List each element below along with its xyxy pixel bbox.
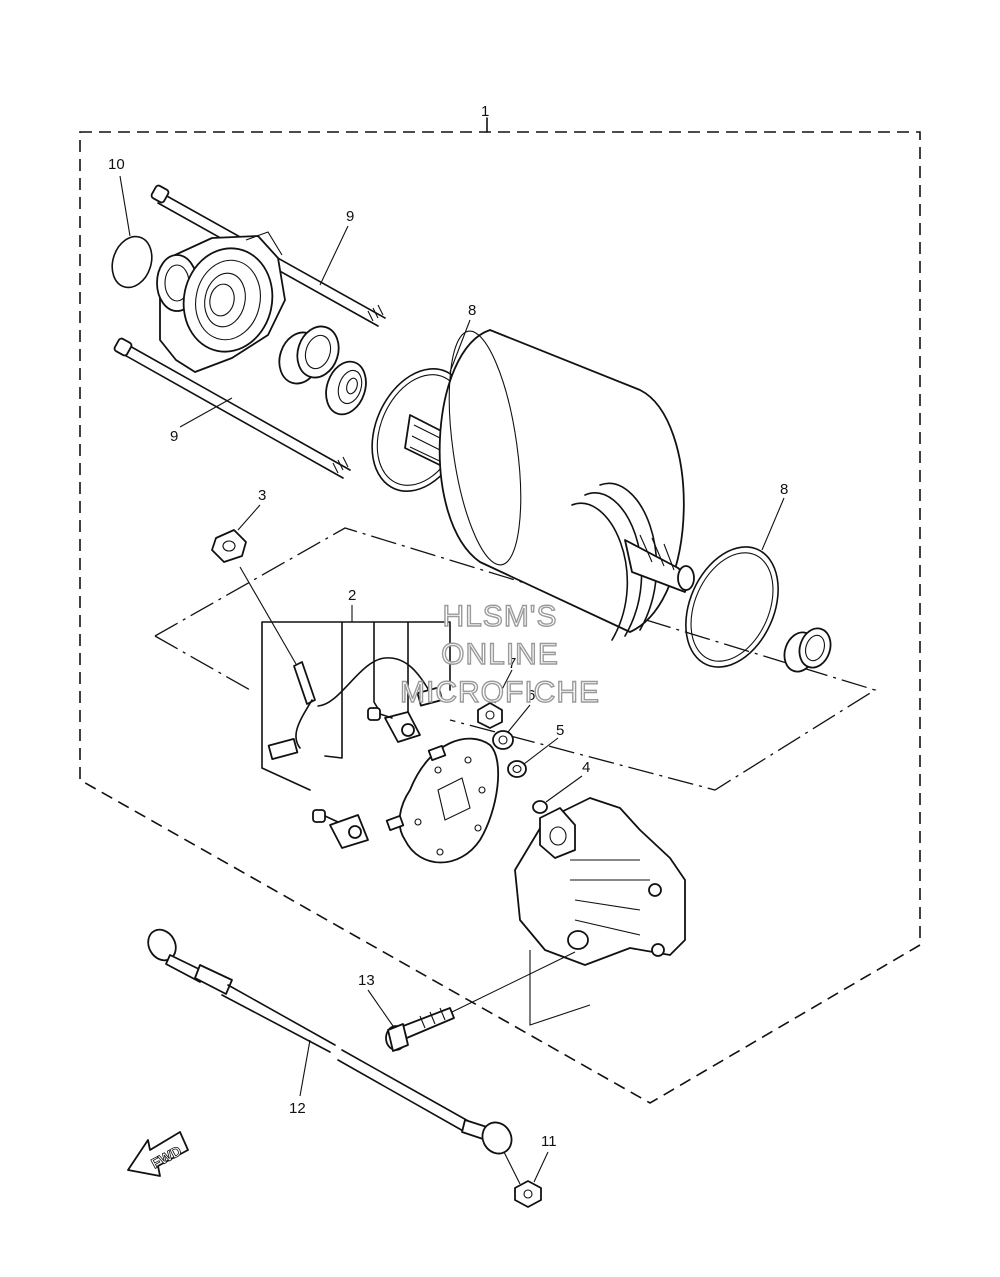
oil-seal	[325, 360, 367, 416]
brush-upper	[367, 707, 421, 743]
armature-yoke	[404, 329, 695, 641]
washer-5	[507, 760, 527, 778]
assembly-boundary	[79, 131, 921, 1104]
callout-7: 7	[508, 655, 516, 672]
callout-9-upper: 9	[346, 208, 354, 225]
watermark-line-1: HLSM'S	[442, 600, 557, 633]
nut-11	[514, 1180, 542, 1208]
nut-7	[477, 702, 503, 729]
callout-6: 6	[527, 687, 535, 704]
callout-4: 4	[582, 759, 590, 776]
callout-2: 2	[348, 587, 356, 604]
callout-10: 10	[108, 156, 125, 173]
o-ring-8-right	[685, 546, 779, 668]
callout-11: 11	[541, 1133, 557, 1150]
fwd-arrow-icon	[127, 1131, 189, 1177]
washer-6	[492, 730, 514, 750]
bearing	[278, 325, 340, 385]
callout-1: 1	[481, 103, 489, 120]
watermark: HLSM'S ONLINE MICROFICHE	[399, 599, 600, 709]
fwd-arrow: FWD	[127, 1131, 189, 1177]
callout-13: 13	[358, 972, 375, 989]
bolt-13	[385, 951, 576, 1052]
callout-5: 5	[556, 722, 564, 739]
alignment-plane	[154, 527, 877, 791]
front-cover	[156, 231, 286, 373]
watermark-line-2: ONLINE	[441, 638, 559, 671]
starter-cable	[147, 928, 513, 1155]
bushing	[783, 627, 832, 673]
brush-plate	[385, 737, 500, 864]
callout-8-upper: 8	[468, 302, 476, 319]
callout-9-lower: 9	[170, 428, 178, 445]
nut-3	[211, 529, 297, 665]
rear-cover	[514, 797, 686, 1026]
callout-labels: 1 2 3 4 5 6 7 8 8 9 9 10 11 12 13	[108, 103, 788, 1150]
callout-12: 12	[289, 1100, 306, 1117]
through-bolt-lower	[113, 337, 351, 479]
callout-8-lower: 8	[780, 481, 788, 498]
callout-3: 3	[258, 487, 266, 504]
o-ring-4	[532, 800, 548, 814]
watermark-line-3: MICROFICHE	[400, 676, 600, 709]
brush-lead	[267, 657, 444, 761]
o-ring-10	[111, 235, 153, 289]
brush-lower	[312, 809, 369, 849]
leader-lines	[119, 175, 785, 1185]
